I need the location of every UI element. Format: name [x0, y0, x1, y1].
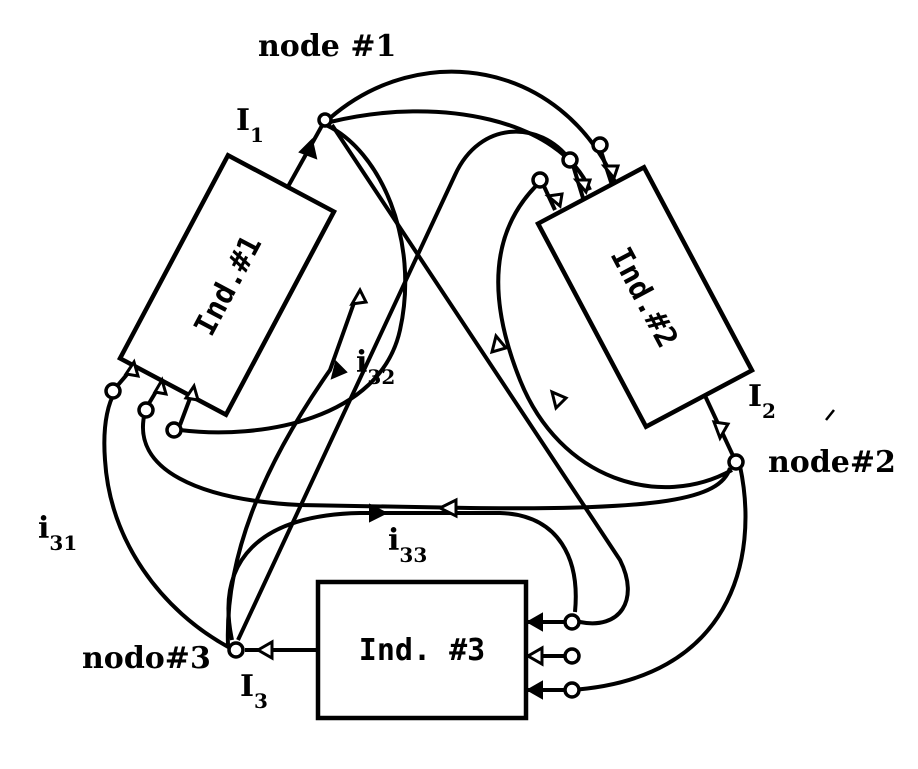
node-1-label: node #1 — [258, 29, 396, 64]
node-2-label: node#2 — [768, 445, 896, 480]
ind3-input-terminal-b — [563, 647, 581, 665]
wire-node3-to-ind2 — [236, 129, 572, 641]
arrow-node2-left — [436, 497, 458, 519]
arrow-i33 — [369, 503, 389, 523]
ind3-input-terminal-c — [563, 681, 581, 699]
inductor-2-box: Ind.#2 — [534, 164, 756, 430]
arrow-i3 — [254, 639, 274, 661]
current-i31-subscript: 31 — [49, 531, 77, 555]
current-i31-label: i31 — [38, 511, 77, 555]
current-I3-subscript: 3 — [254, 689, 268, 713]
wire-node3-i31 — [102, 390, 231, 650]
ind1-input-terminal-a — [104, 382, 122, 400]
current-i33-label: i33 — [388, 523, 427, 567]
current-I2-label: I2 — [748, 379, 776, 423]
inductor-1-box: Ind.#1 — [116, 152, 338, 418]
ind1-input-terminal-b — [137, 401, 155, 419]
current-I1-label: I1 — [236, 103, 264, 147]
current-i33-subscript: 33 — [399, 543, 427, 567]
ind1-input-terminal-c — [165, 421, 183, 439]
arrow-ind2-return — [549, 389, 569, 411]
ind2-input-terminal-b — [561, 151, 579, 169]
current-I1-subscript: 1 — [250, 123, 264, 147]
inductor-3-label: Ind. #3 — [359, 633, 485, 668]
current-I3-label: I3 — [240, 669, 268, 713]
arrow-diag-down — [489, 332, 509, 355]
arrow-ind1-in-a — [123, 358, 141, 378]
wire-node3-i32 — [225, 299, 357, 646]
arrow-ind3-in-a — [525, 612, 543, 632]
node-3-terminal — [227, 641, 245, 659]
ind2-input-terminal-c — [591, 136, 609, 154]
node-1-terminal — [317, 112, 333, 128]
arrow-i1 — [298, 138, 318, 160]
ind2-input-terminal-a — [531, 171, 549, 189]
arrow-ind1-return — [349, 286, 369, 306]
arrow-ind2-in-b — [572, 178, 593, 196]
ind3-input-terminal-a — [563, 613, 581, 631]
wire-i1-output — [283, 121, 326, 193]
node-2-terminal — [727, 453, 745, 471]
arrow-ind1-in-b — [152, 376, 169, 396]
wire-node1-to-ind3 — [330, 123, 630, 626]
stray-tick-mark — [825, 409, 835, 421]
wire-node2-to-ind1 — [141, 411, 732, 511]
node-3-label: nodo#3 — [82, 641, 211, 676]
current-i32-label: i32 — [356, 345, 395, 389]
current-i32-subscript: 32 — [367, 365, 395, 389]
inductor-3-box: Ind. #3 — [315, 579, 529, 721]
current-I2-subscript: 2 — [762, 399, 776, 423]
wire-node2-to-ind3 — [569, 465, 748, 692]
arrow-ind3-in-c — [525, 680, 543, 700]
arrow-ind2-in-c — [600, 164, 621, 182]
wire-node2-loop-ind2 — [496, 180, 733, 490]
arrow-ind2-in-a — [544, 192, 564, 209]
wire-node1-to-ind2-arc — [328, 69, 617, 183]
arrow-i32 — [330, 360, 348, 380]
wire-node1-loop-ind1 — [179, 123, 408, 435]
arrow-i2 — [711, 420, 731, 442]
arrow-ind1-in-c — [183, 382, 201, 402]
arrow-ind3-in-b — [524, 645, 544, 667]
